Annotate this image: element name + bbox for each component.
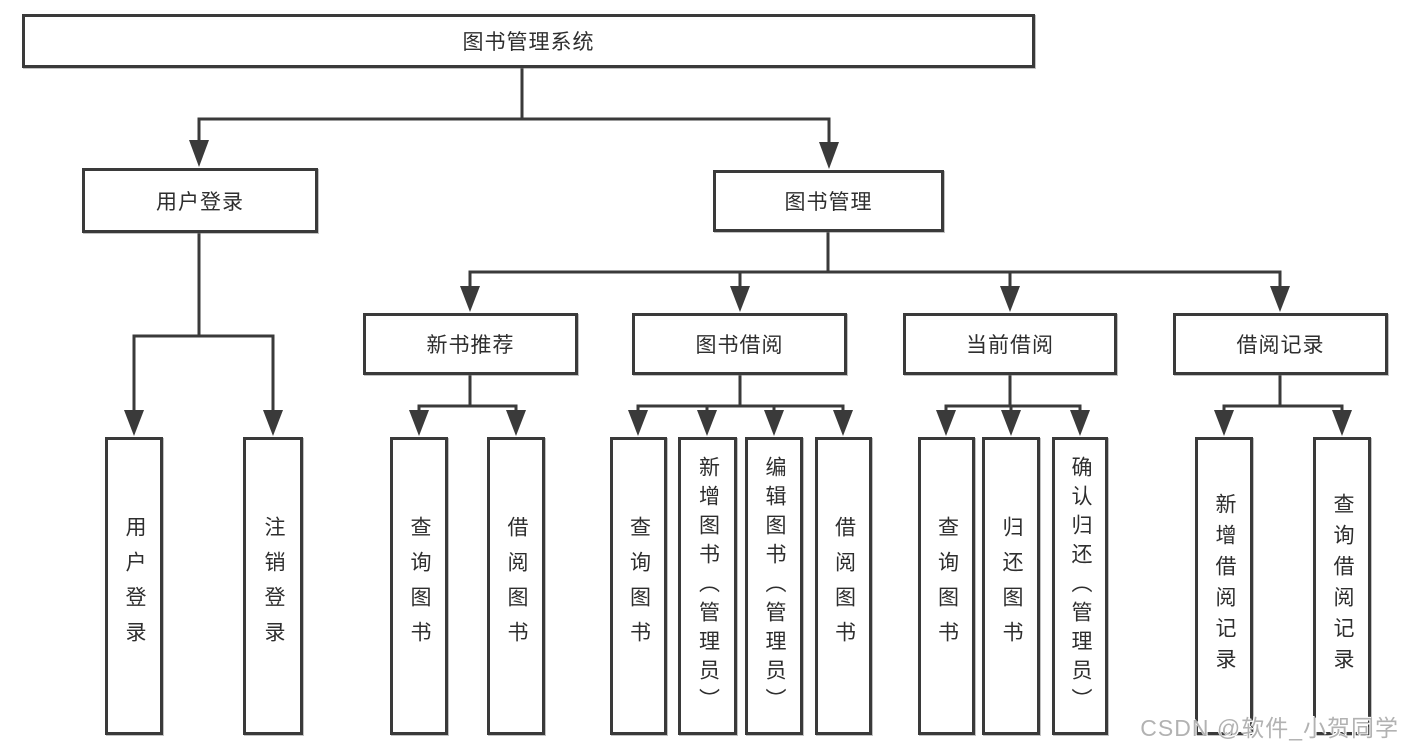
connector-current-borrow-to-leaves: [936, 375, 1090, 436]
connector-book-management-to-level3: [460, 232, 1290, 312]
connector-new-book-recommend-to-leaves: [409, 375, 526, 436]
connector-root-to-level2: [189, 67, 839, 169]
leaf-add-books-admin: 新增图书（管理员）: [678, 437, 737, 735]
connector-book-borrow-to-leaves: [628, 375, 853, 436]
leaf-confirm-return-admin: 确认归还（管理员）: [1052, 437, 1108, 735]
node-current-borrow: 当前借阅: [903, 313, 1117, 375]
leaf-query-borrow-record: 查询借阅记录: [1313, 437, 1371, 735]
leaf-add-borrow-record: 新增借阅记录: [1195, 437, 1253, 735]
leaf-edit-books-admin: 编辑图书（管理员）: [745, 437, 803, 735]
node-user-login: 用户登录: [82, 168, 318, 233]
leaf-logout: 注销登录: [243, 437, 303, 735]
csdn-watermark: CSDN @软件_小贺同学: [1140, 715, 1399, 741]
node-book-management: 图书管理: [713, 170, 944, 232]
leaf-current-query-books: 查询图书: [918, 437, 975, 735]
leaf-return-books: 归还图书: [982, 437, 1040, 735]
leaf-borrow-query-books: 查询图书: [610, 437, 667, 735]
connector-user-login-to-leaves: [124, 233, 283, 436]
leaf-user-login: 用户登录: [105, 437, 163, 735]
leaf-borrow-books: 借阅图书: [815, 437, 872, 735]
connector-borrow-records-to-leaves: [1214, 375, 1352, 436]
leaf-recommend-borrow-books: 借阅图书: [487, 437, 545, 735]
node-new-book-recommend: 新书推荐: [363, 313, 578, 375]
node-book-borrow: 图书借阅: [632, 313, 847, 375]
node-library-system: 图书管理系统: [22, 14, 1035, 68]
node-borrow-records: 借阅记录: [1173, 313, 1388, 375]
leaf-recommend-query-books: 查询图书: [390, 437, 448, 735]
